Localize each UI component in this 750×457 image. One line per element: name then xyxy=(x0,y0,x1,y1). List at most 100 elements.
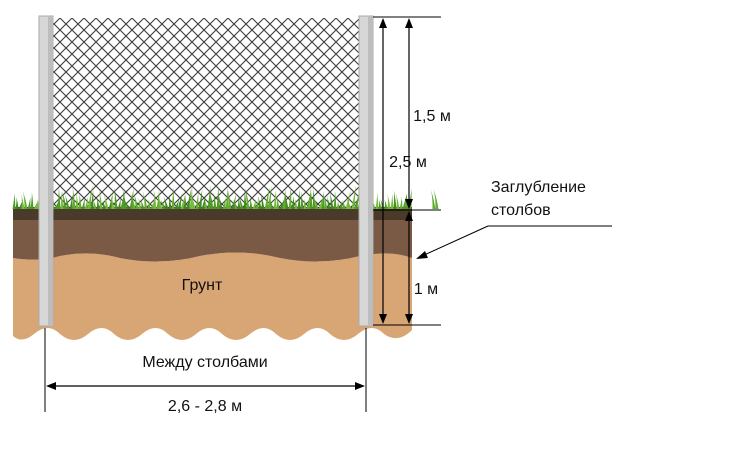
grass-blade xyxy=(150,200,155,209)
grass-blade xyxy=(282,188,286,209)
grass-blade xyxy=(140,198,145,209)
grass-blade xyxy=(393,190,397,209)
grass-blade xyxy=(231,194,237,209)
grass-blade xyxy=(171,186,175,209)
grass-blade xyxy=(300,191,304,209)
grass-blade xyxy=(284,191,289,209)
grass-blade xyxy=(27,197,31,209)
grass-blade xyxy=(430,189,436,209)
grass-blade xyxy=(375,192,379,209)
grass-blade xyxy=(195,192,199,209)
grass-blade xyxy=(69,194,73,209)
grass-blade xyxy=(279,198,285,209)
grass-blade xyxy=(269,199,274,209)
grass-blade xyxy=(329,191,334,209)
grass-blade xyxy=(153,189,157,209)
grass-blade xyxy=(102,200,106,209)
grass-blade xyxy=(124,199,130,209)
grass-blade xyxy=(207,185,211,209)
grass-blade xyxy=(87,185,93,209)
post-left-shade xyxy=(48,16,53,326)
grass-blade xyxy=(227,187,232,209)
grass-blade xyxy=(60,191,64,209)
label-post-depth-line2: столбов xyxy=(491,202,551,219)
grass-blade xyxy=(390,193,394,209)
grass-blade xyxy=(62,190,67,209)
grass-blade xyxy=(78,193,82,209)
grass-blade xyxy=(12,193,16,209)
dimension-top-arrow xyxy=(405,18,413,209)
callout-line-diagonal xyxy=(421,225,489,257)
grass-blade xyxy=(130,193,136,209)
grass-blade xyxy=(309,187,313,209)
grass-blade xyxy=(204,200,208,209)
grass-blade xyxy=(213,192,217,209)
grass-blade xyxy=(342,199,346,209)
grass-blade xyxy=(163,196,169,209)
grass-blade xyxy=(273,189,277,209)
label-ground: Грунт xyxy=(182,277,223,294)
grass-blade xyxy=(209,190,214,209)
grass-blade xyxy=(225,186,229,209)
label-height-top: 1,5 м xyxy=(413,108,451,125)
grass-blade xyxy=(297,189,301,209)
grass-blade xyxy=(291,195,295,209)
grass-blade xyxy=(267,185,272,209)
grass-blade xyxy=(255,200,259,209)
grass-blade xyxy=(312,186,316,209)
grass-blade xyxy=(174,199,180,209)
grass-blade xyxy=(142,191,148,209)
grass-blade xyxy=(294,199,298,209)
grass-blade xyxy=(33,200,39,209)
grass-blade xyxy=(318,195,324,209)
grass-blade xyxy=(216,185,220,209)
grass-blade xyxy=(201,193,207,209)
grass-blade xyxy=(321,191,325,209)
grass-blade xyxy=(147,199,151,209)
grass-blade xyxy=(306,188,312,209)
grass-blade xyxy=(345,190,351,209)
grass-blade xyxy=(156,189,160,209)
spacing-arrow xyxy=(46,382,365,390)
chain-link-mesh xyxy=(53,18,359,210)
grass-blade xyxy=(110,193,115,209)
label-spacing-line1: Между столбами xyxy=(142,354,267,371)
grass-blade xyxy=(177,193,183,209)
ground-sand xyxy=(13,252,412,340)
label-depth: 1 м xyxy=(414,281,438,298)
grass-blade xyxy=(120,190,125,209)
grass-blade xyxy=(72,185,76,209)
grass-blade xyxy=(222,197,226,209)
grass-blade xyxy=(157,195,163,209)
grass-blade xyxy=(351,185,356,209)
grass-blade xyxy=(21,194,25,209)
grass-blade xyxy=(333,190,337,209)
grass-blade xyxy=(339,200,343,209)
grass-blade xyxy=(190,193,196,209)
grass-blade xyxy=(160,199,166,209)
grass-blade xyxy=(30,192,34,209)
grass-blade xyxy=(57,186,61,209)
dimension-depth-arrow xyxy=(405,211,413,324)
grass-blade xyxy=(96,197,100,209)
label-spacing-line2: 2,6 - 2,8 м xyxy=(168,398,242,415)
grass-blade xyxy=(276,196,280,209)
grass-blade xyxy=(249,197,253,209)
grass-blade xyxy=(183,194,187,209)
grass-blade xyxy=(93,200,97,209)
callout-arrowhead xyxy=(416,251,428,259)
grass-blade xyxy=(168,193,172,209)
grass-blade xyxy=(22,190,28,209)
grass-blade xyxy=(186,188,192,209)
grass-blade xyxy=(252,198,256,209)
ground-topsoil xyxy=(13,207,412,220)
grass-blade xyxy=(108,193,113,209)
grass-blade xyxy=(257,195,262,209)
grass-blade xyxy=(384,199,388,209)
grass-blade xyxy=(387,194,391,209)
grass-blade xyxy=(64,193,70,209)
grass-blade xyxy=(336,200,340,209)
label-height-total: 2,5 м xyxy=(389,154,427,171)
grass-blade xyxy=(288,185,292,209)
grass-blade xyxy=(346,198,352,209)
